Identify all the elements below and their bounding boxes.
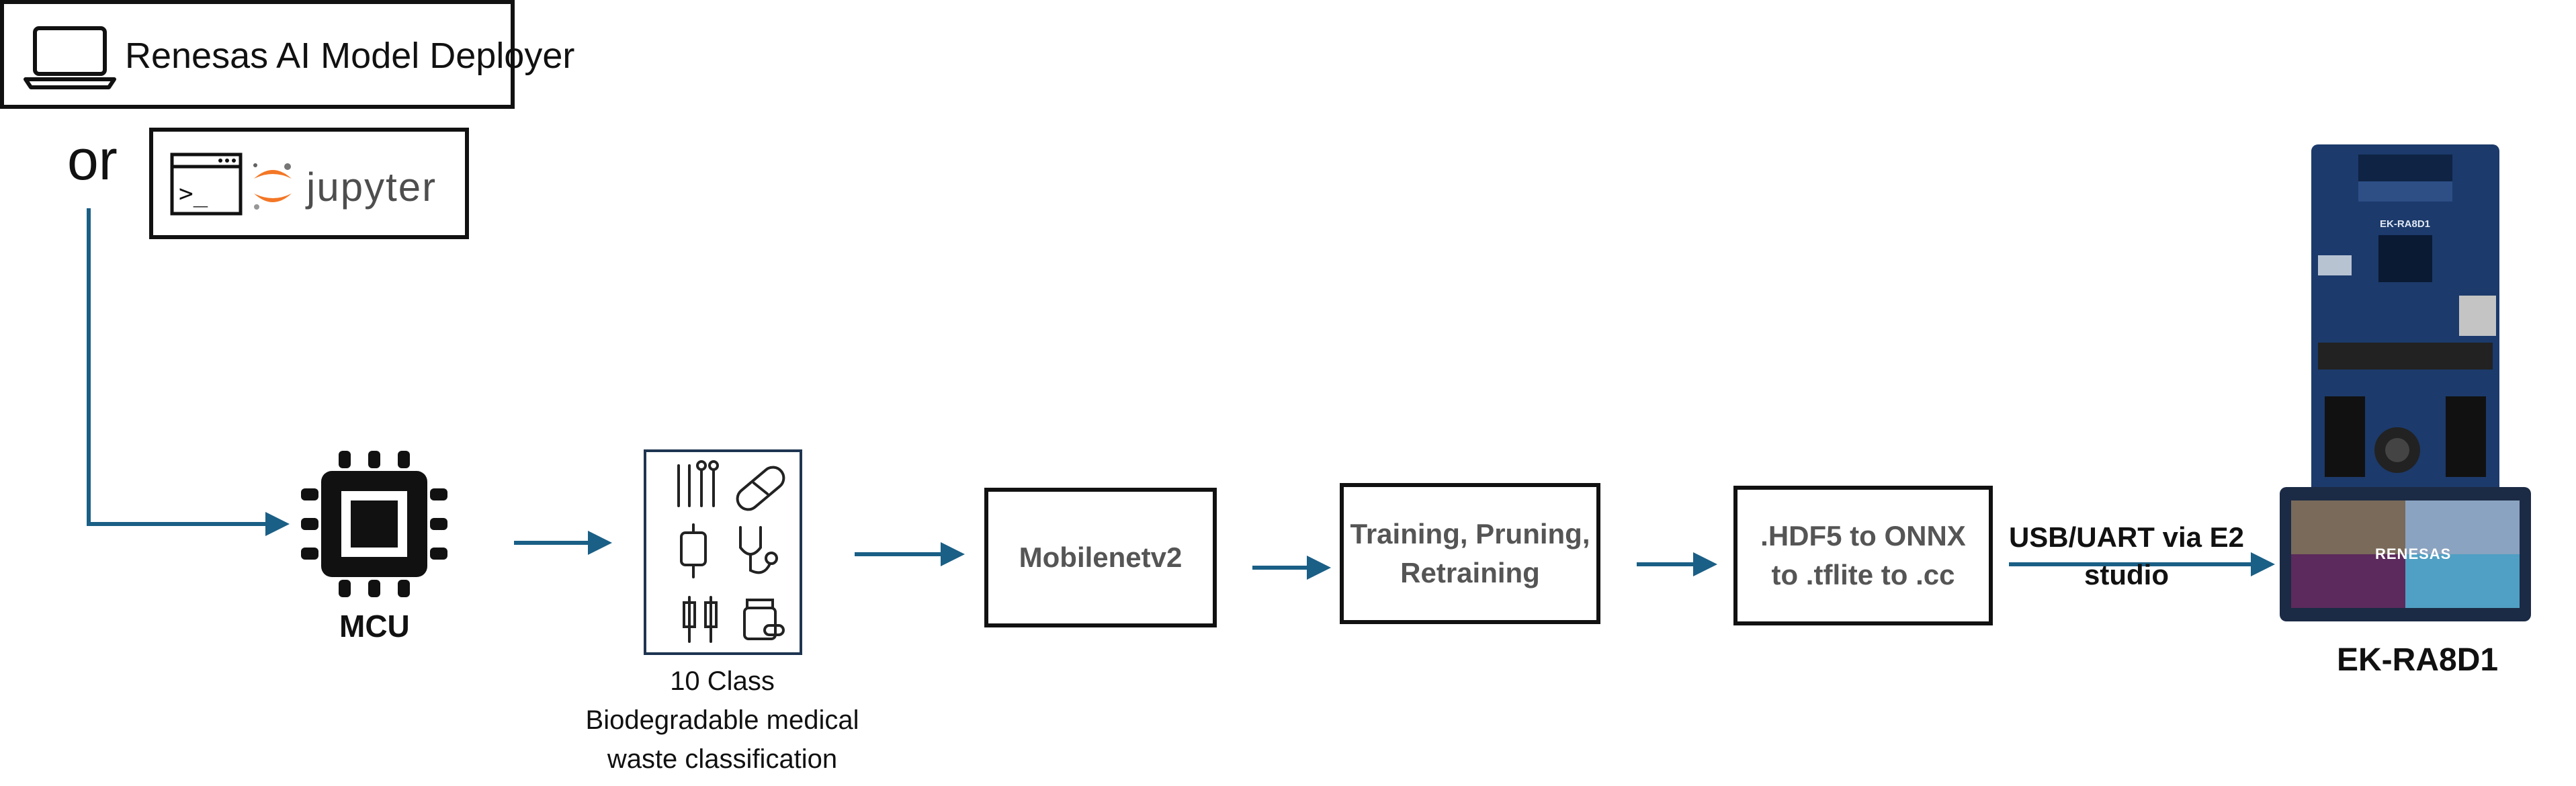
board-label: EK-RA8D1 xyxy=(2337,642,2499,678)
dataset-caption-line1: 10 Class xyxy=(670,666,775,696)
transfer-label: USB/UART via E2 studio xyxy=(1999,519,2254,594)
mcu-label: MCU xyxy=(339,609,410,644)
or-label: or xyxy=(67,128,118,191)
dataset-box xyxy=(644,449,802,655)
transfer-label-line2: studio xyxy=(2084,559,2169,591)
board-silk-label: EK-RA8D1 xyxy=(2380,218,2431,230)
dataset-caption: 10 Class Biodegradable medical waste cla… xyxy=(578,662,867,779)
training-label-line2: Retraining xyxy=(1400,557,1540,588)
jupyter-label: jupyter xyxy=(306,165,437,210)
board-graphic xyxy=(2280,144,2531,621)
dataset-caption-line2: Biodegradable medical xyxy=(585,705,859,735)
training-box: Training, Pruning, Retraining xyxy=(1340,483,1600,624)
conversion-box: .HDF5 to ONNX to .tflite to .cc xyxy=(1733,486,1993,625)
model-label: Mobilenetv2 xyxy=(1019,541,1183,573)
training-label-line1: Training, Pruning, xyxy=(1350,518,1590,550)
tool-to-mcu-connector xyxy=(87,208,290,536)
conversion-label-line1: .HDF5 to ONNX xyxy=(1760,520,1966,552)
terminal-icon: >_ xyxy=(170,152,243,216)
jupyter-logo-icon xyxy=(253,163,292,210)
jupyter-box: >_ jupyter xyxy=(149,128,469,239)
deployer-box: Renesas AI Model Deployer xyxy=(0,0,574,109)
conversion-label-line2: to .tflite to .cc xyxy=(1771,559,1955,591)
svg-text:>_: >_ xyxy=(179,180,208,208)
chip-icon xyxy=(301,451,447,597)
model-box: Mobilenetv2 xyxy=(984,488,1217,627)
transfer-label-line1: USB/UART via E2 xyxy=(2008,521,2245,553)
deployer-label: Renesas AI Model Deployer xyxy=(125,36,575,76)
medical-waste-icons xyxy=(677,460,785,643)
screen-brand-label: RENESAS xyxy=(2375,545,2452,562)
board-image: EK-RA8D1 RENESAS xyxy=(2278,134,2533,625)
laptop-icon xyxy=(24,26,116,89)
dataset-caption-line3: waste classification xyxy=(607,744,838,774)
